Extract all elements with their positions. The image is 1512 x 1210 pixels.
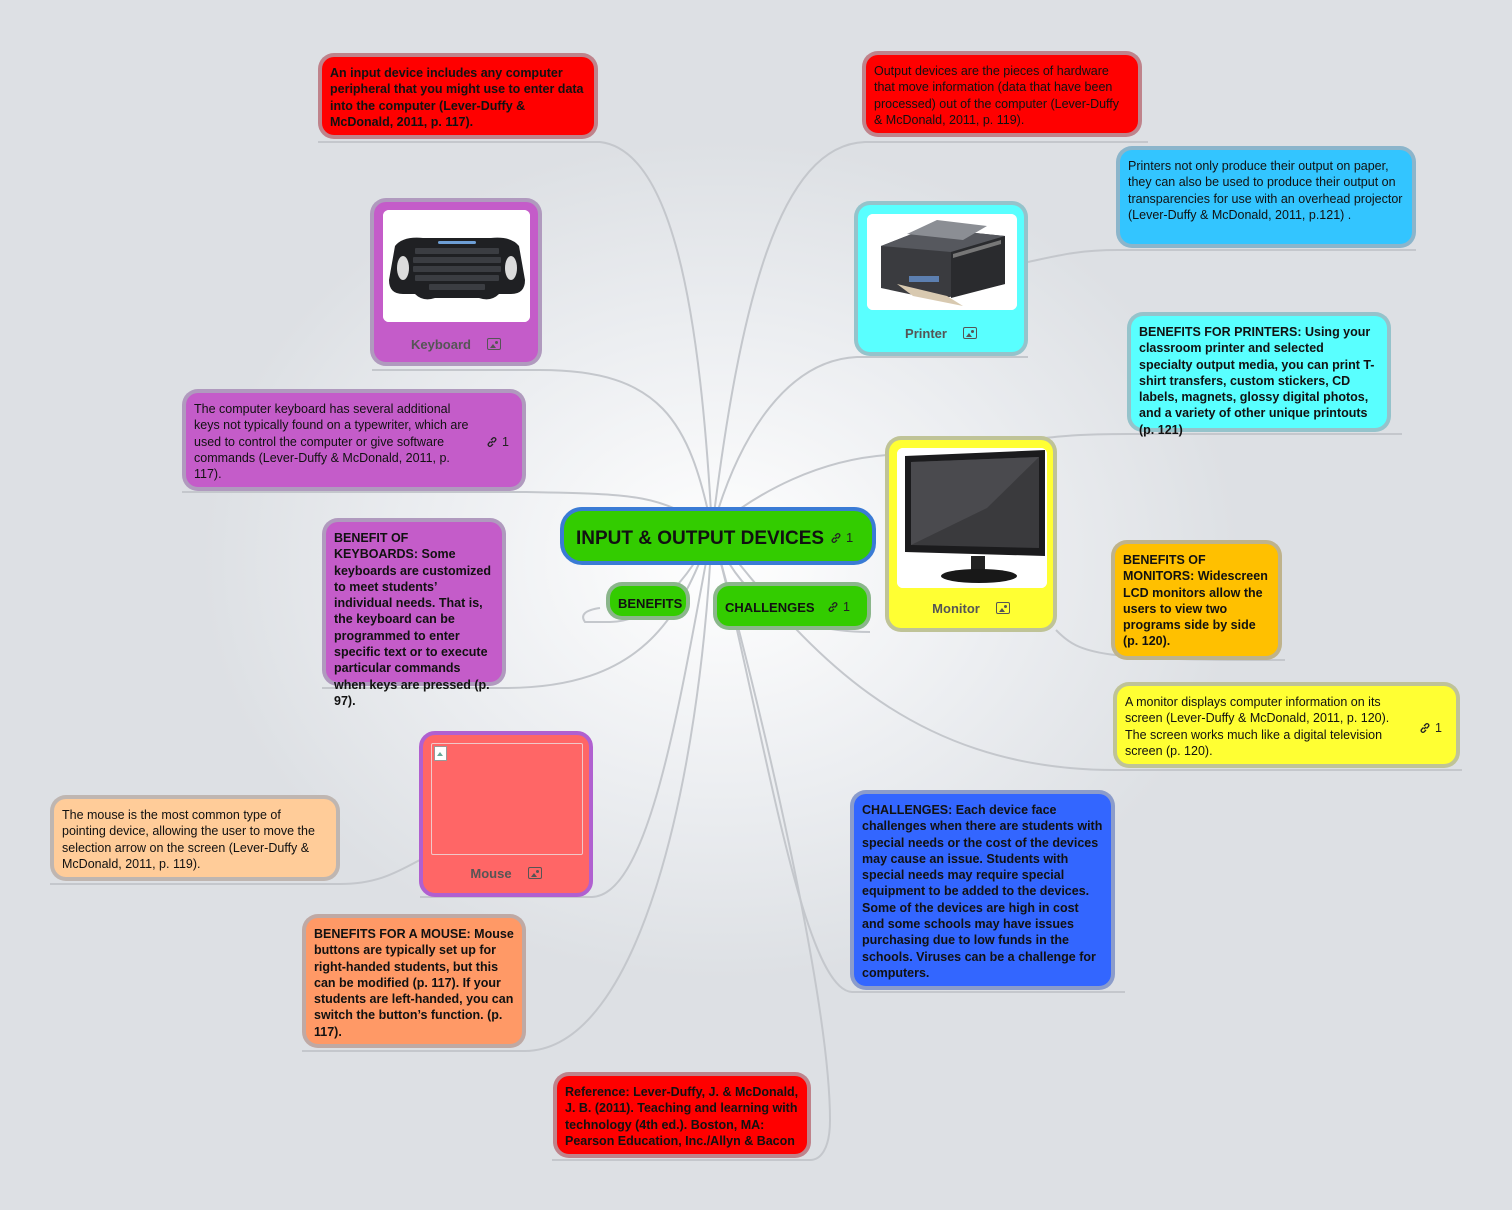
output-definition-node[interactable]: Output devices are the pieces of hardwar… [862,51,1142,137]
mouse-image-node[interactable]: Mouse [419,731,593,897]
connector-printer [711,356,1028,531]
reference-node[interactable]: Reference: Lever-Duffy, J. & McDonald, J… [553,1072,811,1158]
input-definition-node[interactable]: An input device includes any computer pe… [318,53,598,139]
connector-monitor-desc [711,529,1462,771]
keyboard-benefit-text: BENEFIT OF KEYBOARDS: Some keyboards are… [334,531,492,708]
link-icon [831,532,841,543]
printer-image-node[interactable]: Printer [854,201,1028,356]
central-link-badge[interactable]: 1 [830,530,853,545]
mouse-caption-text: Mouse [470,866,512,881]
challenges-detail-text: CHALLENGES: Each device face challenges … [862,803,1103,980]
keyboard-image [383,210,530,322]
central-topic[interactable]: INPUT & OUTPUT DEVICES 1 [560,507,876,565]
challenges-link-badge[interactable]: 1 [827,600,850,614]
connector-mouse-benefit [302,529,713,1052]
central-link-count: 1 [846,530,854,545]
monitor-description-link-badge[interactable]: 1 [1419,720,1442,736]
image-icon [995,602,1010,614]
mouse-caption: Mouse [423,866,589,882]
printer-description-text: Printers not only produce their output o… [1128,159,1403,222]
connector-mouse [420,529,713,898]
mouse-benefit-node[interactable]: BENEFITS FOR A MOUSE: Mouse buttons are … [302,914,526,1048]
mouse-image-placeholder [431,743,583,855]
printer-caption: Printer [858,326,1024,342]
monitor-image [897,448,1047,588]
printer-benefit-text: BENEFITS FOR PRINTERS: Using your classr… [1139,325,1375,437]
printer-description-node[interactable]: Printers not only produce their output o… [1116,146,1416,248]
connector-keyboard-benefit [322,529,713,689]
connector-reference [552,529,832,1161]
challenges-label: CHALLENGES [725,600,815,615]
benefits-node[interactable]: BENEFITS [606,582,690,620]
image-icon [962,327,977,339]
monitor-benefit-text: BENEFITS OF MONITORS: Widescreen LCD mon… [1123,553,1268,649]
monitor-description-node[interactable]: A monitor displays computer information … [1113,682,1460,768]
connector-printer-desc [1027,249,1416,263]
monitor-description-link-count: 1 [1435,721,1442,735]
monitor-description-text: A monitor displays computer information … [1125,695,1390,758]
keyboard-description-link-badge[interactable]: 1 [486,434,509,450]
keyboard-description-node[interactable]: The computer keyboard has several additi… [182,389,526,491]
central-topic-title: INPUT & OUTPUT DEVICES [576,528,825,549]
input-definition-text: An input device includes any computer pe… [330,66,584,129]
keyboard-benefit-node[interactable]: BENEFIT OF KEYBOARDS: Some keyboards are… [322,518,506,708]
monitor-caption: Monitor [889,601,1053,617]
connector-input-definition [318,141,713,531]
printer-image [867,214,1017,310]
monitor-benefit-node[interactable]: BENEFITS OF MONITORS: Widescreen LCD mon… [1111,540,1282,660]
image-icon [486,338,501,350]
benefits-label: BENEFITS [618,596,683,611]
keyboard-image-node[interactable]: Keyboard [370,198,542,366]
mouse-description-text: The mouse is the most common type of poi… [62,808,315,871]
keyboard-description-text: The computer keyboard has several additi… [194,402,469,482]
keyboard-caption-text: Keyboard [411,337,471,352]
keyboard-description-link-count: 1 [502,435,509,449]
printer-benefit-node[interactable]: BENEFITS FOR PRINTERS: Using your classr… [1127,312,1391,437]
keyboard-caption: Keyboard [374,337,538,353]
link-icon [828,602,838,612]
link-icon [1420,723,1430,734]
challenges-detail-node[interactable]: CHALLENGES: Each device face challenges … [850,790,1115,990]
monitor-caption-text: Monitor [932,601,980,616]
connector-output-definition [711,141,1148,531]
printer-caption-text: Printer [905,326,947,341]
mouse-benefit-text: BENEFITS FOR A MOUSE: Mouse buttons are … [314,927,514,1039]
challenges-link-count: 1 [843,600,850,614]
output-definition-text: Output devices are the pieces of hardwar… [874,64,1120,127]
connector-keyboard [372,369,713,531]
mouse-description-node[interactable]: The mouse is the most common type of poi… [50,795,340,881]
connector-mouse-desc [50,859,421,885]
image-icon [527,867,542,879]
monitor-image-node[interactable]: Monitor [885,436,1057,632]
reference-text: Reference: Lever-Duffy, J. & McDonald, J… [565,1085,799,1148]
challenges-node[interactable]: CHALLENGES 1 [713,582,871,630]
connector-benefits [582,529,713,623]
link-icon [487,437,497,448]
